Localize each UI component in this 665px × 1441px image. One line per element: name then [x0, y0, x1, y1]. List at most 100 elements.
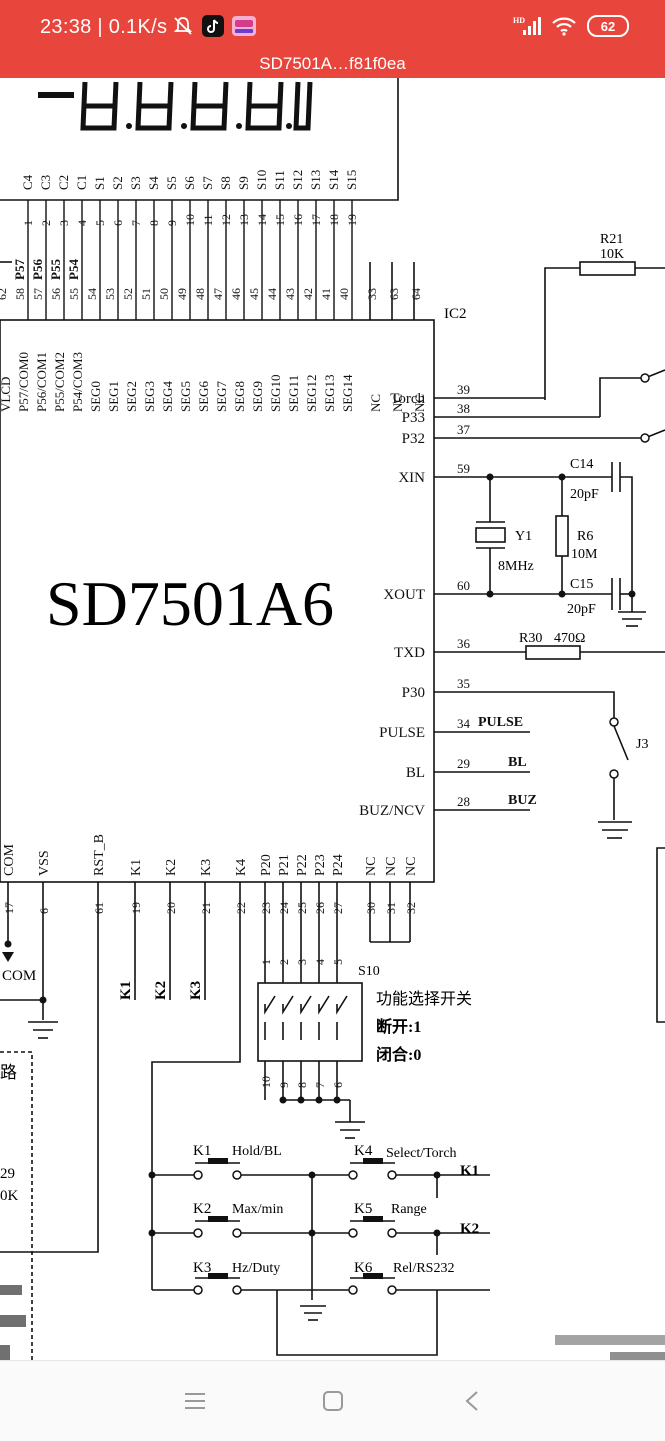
- r30-ref: R30: [519, 631, 542, 646]
- ic-bottom-pin-name: P24: [331, 854, 346, 876]
- lcd-pin-name: S9: [236, 176, 251, 190]
- ic-pin-name: SEG2: [124, 381, 139, 412]
- ic-pin-number: 42: [301, 288, 315, 300]
- k3-net-label: K3: [188, 981, 204, 1000]
- document-title: SD7501A…f81f0ea: [0, 55, 665, 78]
- ic-bottom-pin-name: P20: [259, 854, 274, 876]
- c14-ref: C14: [570, 457, 593, 472]
- ic-right-pin-name: BL: [406, 765, 425, 781]
- s10-pin-number: 10: [259, 1076, 273, 1088]
- ic-bottom-pin-number: 17: [2, 902, 16, 914]
- navigation-bar: [0, 1360, 665, 1441]
- ic-right-pin-name: XOUT: [383, 587, 425, 603]
- recent-apps-button[interactable]: [175, 1383, 215, 1419]
- ic-pin-number: 49: [175, 288, 189, 300]
- ic-pin-name: P55/COM2: [52, 352, 67, 412]
- ic-bottom-pin-name: K1: [129, 859, 144, 876]
- ic-bottom-pin-name: NC: [404, 857, 419, 876]
- ic-pin-number: 43: [283, 288, 297, 300]
- lcd-pin-name: S14: [326, 169, 341, 190]
- ic-bottom-pin-number: 25: [295, 902, 309, 914]
- ic-pin-name: SEG9: [250, 381, 265, 412]
- menu-icon: [185, 1393, 205, 1409]
- ic-pin-number: 50: [157, 288, 171, 300]
- ic-bottom-pin-name: NC: [384, 857, 399, 876]
- ic-pin-number: 47: [211, 288, 225, 300]
- lcd-pin-name: C4: [20, 174, 35, 190]
- lcd-pin-name: C2: [56, 175, 71, 190]
- lcd-pin-name: S10: [254, 170, 269, 190]
- ic-bottom-pin-name: K2: [164, 859, 179, 876]
- status-bar: 23:38 | 0.1K/s HD: [0, 0, 665, 56]
- r21-ref: R21: [600, 232, 623, 247]
- ic-pin-name: NC: [390, 394, 405, 412]
- ic-pin-name: P54/COM3: [70, 352, 85, 412]
- bell-muted-icon: [173, 17, 193, 35]
- ic-right-pin-number: 38: [457, 401, 470, 416]
- ic-pin-name: SEG6: [196, 380, 211, 412]
- ic-right-pin-number: 29: [457, 756, 470, 771]
- key-k5-ref: K5: [354, 1201, 372, 1217]
- ic-bottom-pin-name: P21: [277, 854, 292, 876]
- ic-bottom-pin-number: 19: [129, 902, 143, 914]
- ic-pin-number: 33: [365, 288, 379, 300]
- key-k6-ref: K6: [354, 1260, 373, 1276]
- k2-net-label: K2: [153, 981, 169, 1000]
- ic-bottom-pin-number: 26: [313, 902, 327, 914]
- ic-pin-name: SEG7: [214, 380, 229, 412]
- key-k3-ref: K3: [193, 1260, 211, 1276]
- ic-pin-number: 41: [319, 288, 333, 300]
- ic-pin-name: SEG12: [304, 374, 319, 412]
- back-button[interactable]: [452, 1383, 492, 1419]
- ic-bottom-pin-number: 24: [277, 902, 291, 914]
- ic-bottom-pin-number: 31: [384, 902, 398, 914]
- home-button[interactable]: [313, 1383, 353, 1419]
- key-k2-func: Max/min: [232, 1202, 283, 1217]
- schematic-viewer[interactable]: C41C32C23C14S15S26S37S48S59S610S711S812S…: [0, 78, 665, 1360]
- bus-label: P55: [48, 259, 63, 280]
- lcd-pin-name: S8: [218, 176, 233, 190]
- k1-net-label: K1: [118, 981, 134, 1000]
- left-fragment-3: 0K: [0, 1188, 19, 1204]
- network-speed: 0.1K/s: [108, 16, 168, 38]
- k1-net-right: K1: [460, 1163, 479, 1179]
- ic-bottom-pins: COM17VSS6RST_B61K119K220K321K422P2023P21…: [2, 834, 419, 914]
- lcd-pin-name: S13: [308, 170, 323, 190]
- ic-pin-name: SEG11: [286, 375, 301, 412]
- key-k1-func: Hold/BL: [232, 1144, 282, 1159]
- ic-pin-name: SEG4: [160, 380, 175, 412]
- lcd-pin-name: S6: [182, 176, 197, 190]
- bus-label: P54: [66, 259, 81, 280]
- ic-pin-name: SEG1: [106, 381, 121, 412]
- ic-pin-number: 45: [247, 288, 261, 300]
- s10-pin-number: 4: [313, 959, 327, 965]
- r6-value: 10M: [571, 547, 598, 562]
- s10-pin-number: 2: [277, 959, 291, 965]
- c15-ref: C15: [570, 577, 593, 592]
- lcd-pin-name: S2: [110, 176, 125, 190]
- ic-right-pin-number: 28: [457, 794, 470, 809]
- ic-pin-number: 62: [0, 288, 9, 300]
- clock: 23:38: [40, 16, 92, 38]
- r21-value: 10K: [600, 247, 624, 262]
- key-k3-func: Hz/Duty: [232, 1261, 280, 1276]
- ic-right-pin-number: 59: [457, 461, 470, 476]
- ic-right-pin-name: BUZ/NCV: [359, 803, 425, 819]
- ic-pin-number: 44: [265, 288, 279, 300]
- ic-pin-number: 55: [67, 288, 81, 300]
- ic-right-pin-name: P32: [402, 431, 425, 447]
- r6-ref: R6: [577, 529, 593, 544]
- square-icon: [323, 1391, 343, 1411]
- ic-pin-name: SEG3: [142, 381, 157, 412]
- ic-right-pin-number: 36: [457, 636, 471, 651]
- ic-bottom-pin-number: 21: [199, 902, 213, 914]
- net-label: BUZ: [508, 793, 537, 808]
- lcd-pin-name: S15: [344, 170, 359, 190]
- com-net-label: COM: [2, 968, 36, 984]
- ic-pin-name: SEG0: [88, 381, 103, 412]
- ic-pin-number: 52: [121, 288, 135, 300]
- key-k4-func: Select/Torch: [386, 1146, 457, 1161]
- wifi-icon: [552, 17, 576, 36]
